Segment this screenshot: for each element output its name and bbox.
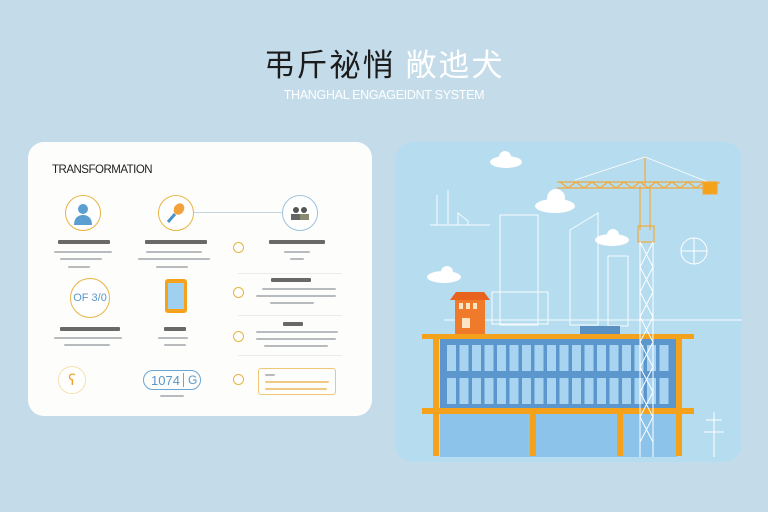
window <box>509 378 519 404</box>
microphone-icon <box>158 195 194 231</box>
window <box>584 345 594 371</box>
window <box>572 378 581 404</box>
window <box>609 345 619 371</box>
phone-icon <box>165 279 187 313</box>
window <box>534 345 544 371</box>
window <box>459 345 469 371</box>
window <box>522 345 531 371</box>
card-title: TRANSFORMATION <box>52 164 153 176</box>
crane-mast <box>639 241 654 457</box>
window <box>597 345 606 371</box>
window <box>634 345 644 371</box>
window <box>609 378 619 404</box>
skyline <box>430 190 742 327</box>
power-pole-icon <box>704 412 724 457</box>
window <box>459 378 469 404</box>
window <box>659 345 669 371</box>
page-title: 弔斤祕悄敞迆犬 <box>263 48 505 84</box>
window <box>497 378 506 404</box>
badge-circle: OF 3/0 <box>70 278 110 318</box>
window <box>622 345 631 371</box>
window <box>559 378 569 404</box>
window <box>534 378 544 404</box>
window <box>647 378 656 404</box>
window <box>547 345 556 371</box>
window <box>634 378 644 404</box>
people-icon <box>282 195 318 231</box>
construction-illustration <box>395 142 742 462</box>
cloud-icons <box>427 151 629 283</box>
window <box>559 345 569 371</box>
window <box>572 345 581 371</box>
window <box>584 378 594 404</box>
window <box>509 345 519 371</box>
person-icon <box>65 195 101 231</box>
window <box>497 345 506 371</box>
page-subtitle: THANGHAL ENGAGEIDNT SYSTEM <box>283 88 485 102</box>
connector-line <box>193 212 283 213</box>
info-box <box>258 368 336 395</box>
orange-house <box>450 292 490 334</box>
crane <box>557 156 721 243</box>
window <box>647 345 656 371</box>
orange-beams <box>422 334 694 456</box>
ear-icon: ʕ <box>58 366 86 394</box>
window <box>622 378 631 404</box>
window <box>484 345 494 371</box>
window <box>597 378 606 404</box>
window <box>522 378 531 404</box>
window <box>484 378 494 404</box>
window <box>547 378 556 404</box>
window <box>472 345 481 371</box>
window <box>447 378 456 404</box>
construction-scene <box>422 151 742 457</box>
window <box>447 345 456 371</box>
window <box>659 378 669 404</box>
window <box>472 378 481 404</box>
